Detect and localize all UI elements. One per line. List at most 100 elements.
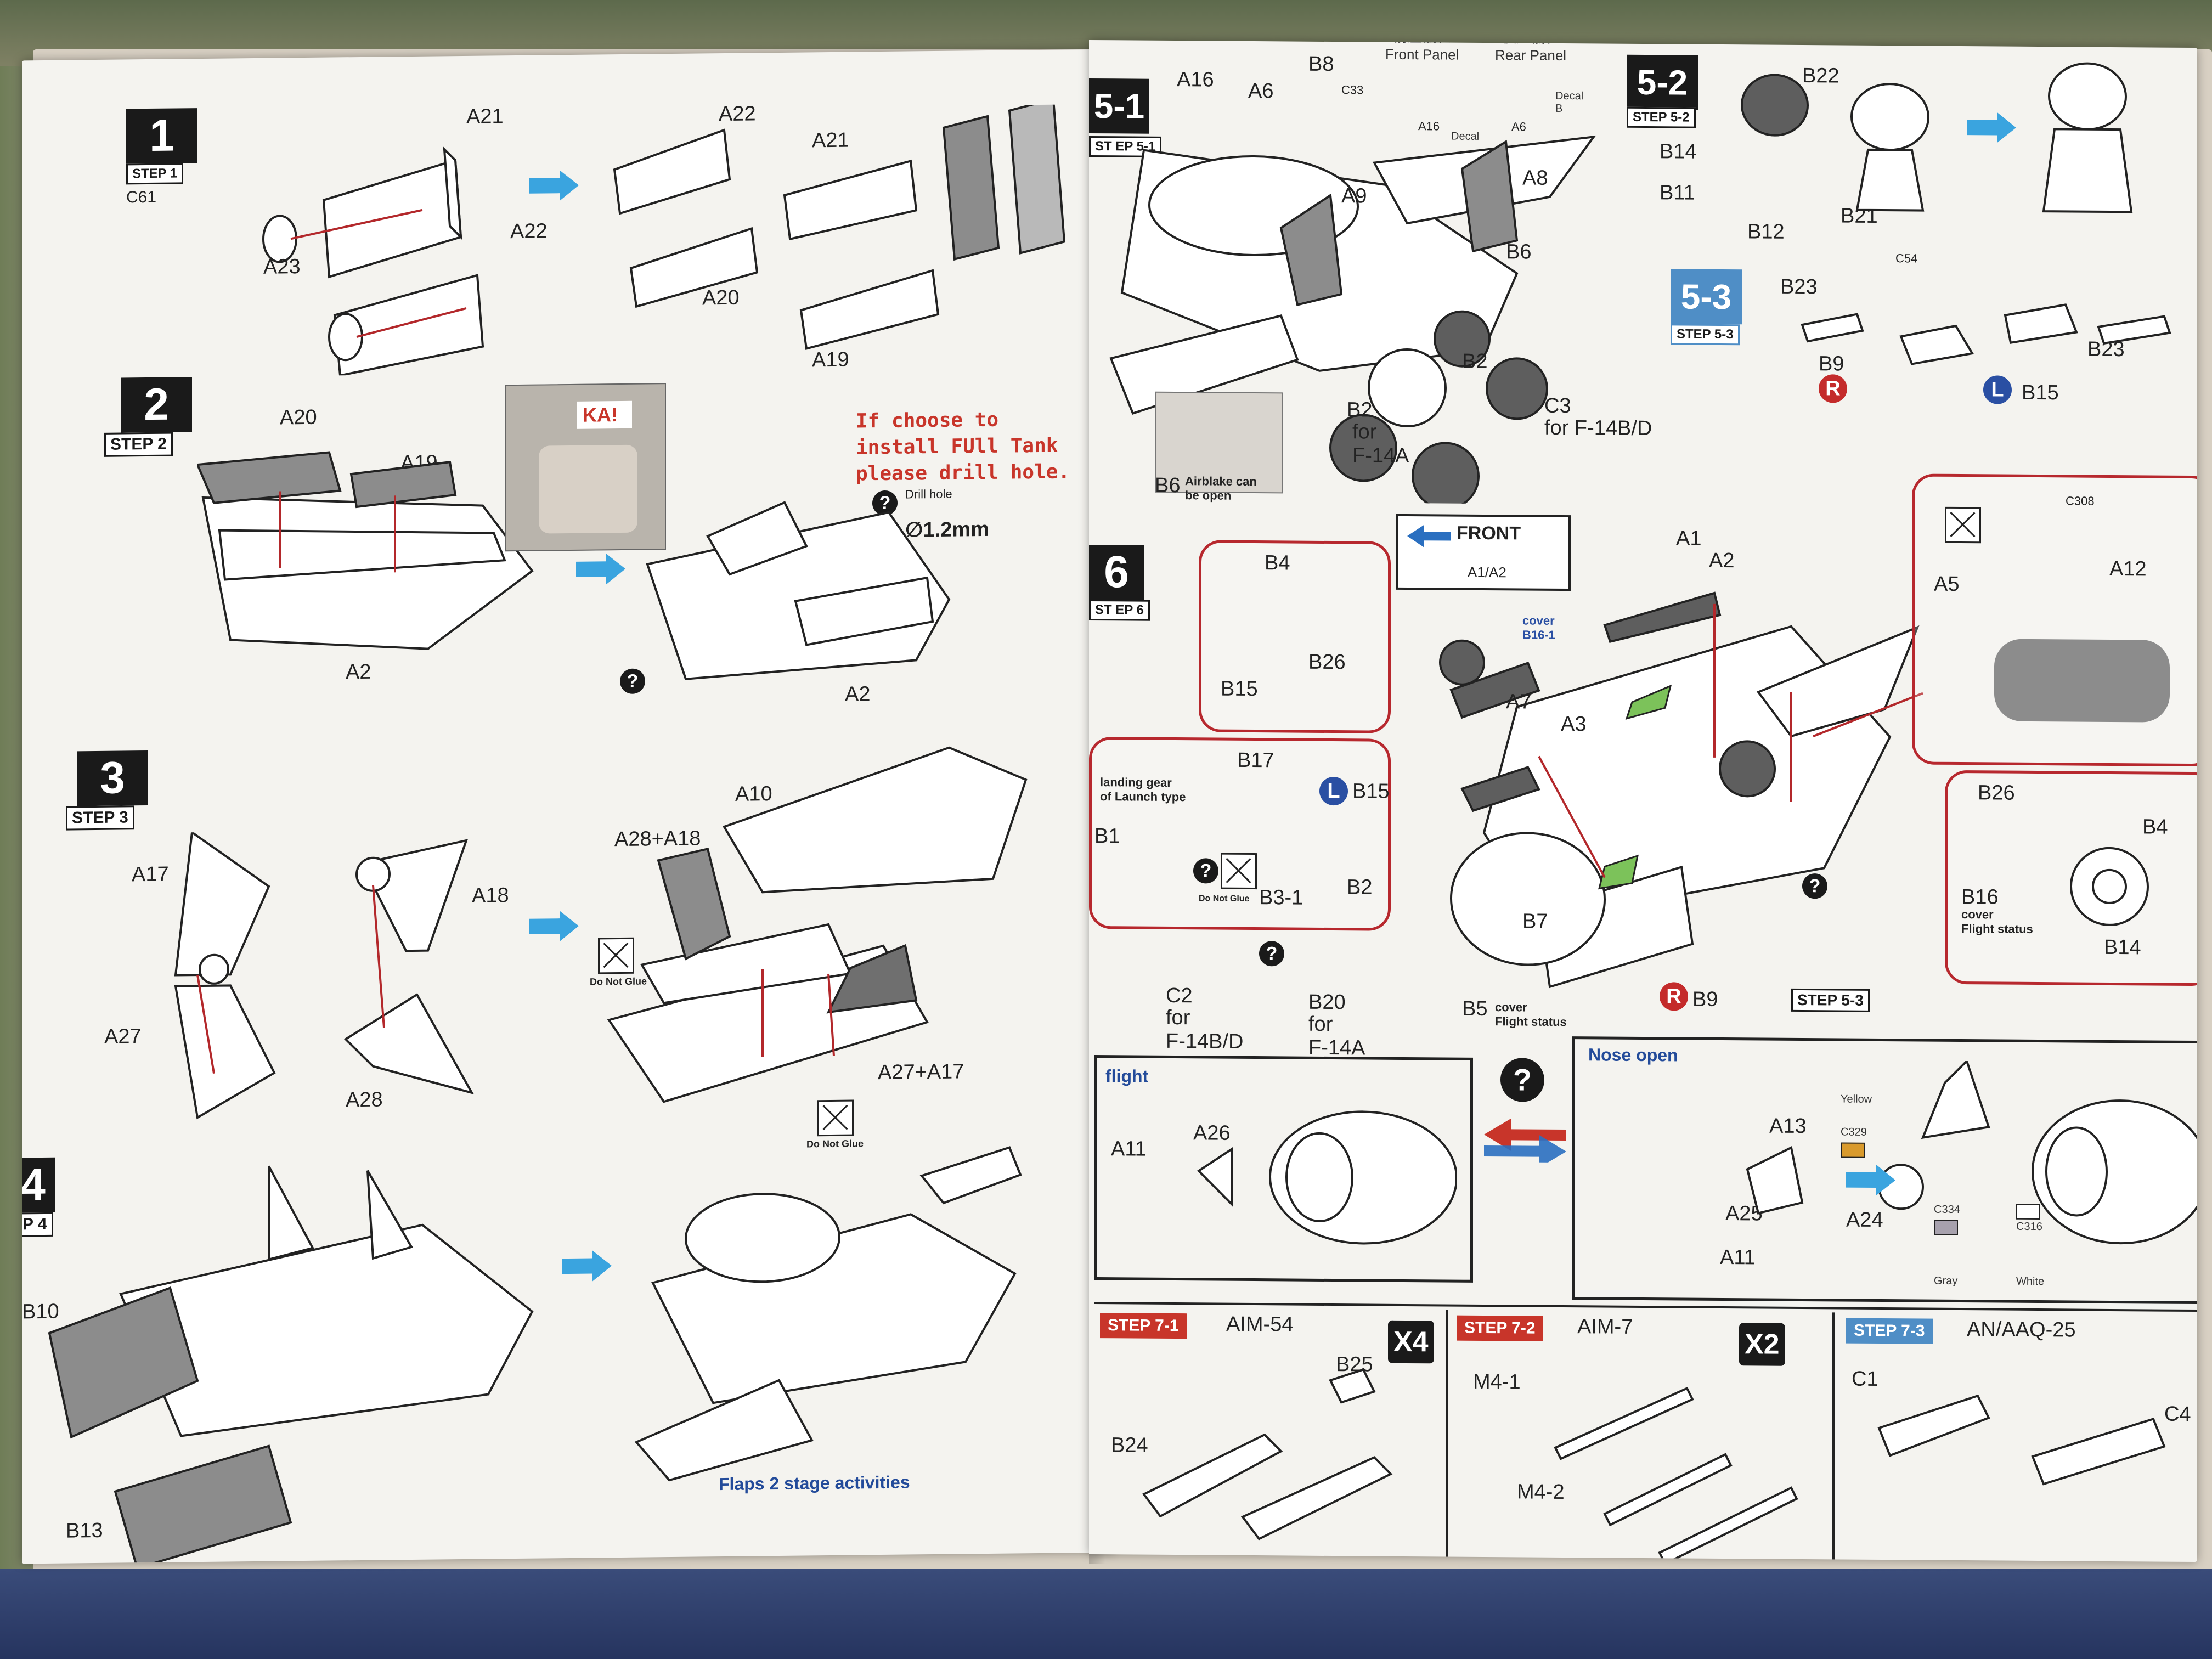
part-label: A21	[466, 105, 504, 128]
part-label: B2	[1462, 349, 1488, 374]
blue-arrow-icon	[1967, 112, 2016, 143]
part-label: B26	[1978, 781, 2015, 805]
step7-3-tag: STEP 7-3	[1846, 1318, 1933, 1344]
part-label: A16	[1177, 68, 1214, 92]
blue-arrow-icon	[562, 1250, 612, 1282]
part-label: B4	[1265, 551, 1290, 575]
background-bottom	[0, 1569, 2212, 1659]
step7-2-tag: STEP 7-2	[1457, 1315, 1543, 1341]
step2-assembled-drawing	[646, 501, 951, 680]
part-label: A2	[346, 660, 371, 684]
part-label: A20	[280, 405, 317, 430]
for-f14a-label: for F-14A	[1352, 420, 1409, 468]
front-panel-label: 前座儀表 Front Panel	[1385, 40, 1459, 63]
part-label: A20	[702, 286, 740, 310]
part-label: A3	[1561, 712, 1587, 736]
for-f14a-label: for F-14A	[1308, 1012, 1365, 1060]
question-icon: ?	[1259, 941, 1284, 967]
part-label: A19	[812, 348, 849, 372]
part-label: B11	[1660, 181, 1695, 205]
step6-label: ST EP 6	[1089, 599, 1150, 621]
part-label: A22	[510, 219, 548, 244]
part-label: B17	[1237, 748, 1274, 772]
part-label: C2	[1166, 984, 1193, 1008]
step7-divider	[1094, 1302, 2197, 1312]
step7-1-tag: STEP 7-1	[1100, 1313, 1187, 1339]
part-label: A22	[719, 102, 756, 126]
part-label: B4	[2142, 815, 2168, 839]
part-label: B6	[1506, 240, 1532, 264]
step7-1-multiplier: X4	[1388, 1320, 1434, 1364]
instruction-page-left: 1 STEP 1 A21 A22 C61 A23	[22, 49, 1114, 1564]
part-label: A27	[104, 1025, 142, 1048]
part-label: A8	[1522, 166, 1548, 190]
aim7-drawing	[1554, 1386, 1798, 1562]
step7-2-name: AIM-7	[1577, 1315, 1633, 1339]
flaps-note: Flaps 2 stage activities	[719, 1472, 910, 1494]
do-not-glue-icon	[1221, 853, 1257, 890]
launch-gear-note: landing gear of Launch type	[1100, 775, 1186, 804]
airbrake-part-label: B6	[1155, 473, 1181, 498]
part-label: A23	[263, 255, 301, 279]
part-label: C54	[1895, 251, 1918, 266]
blue-arrow-icon	[576, 554, 625, 585]
part-label: B2	[1347, 398, 1373, 422]
part-label: A21	[812, 128, 849, 153]
step1-label: STEP 1	[126, 163, 184, 185]
step5-1-number: 5-1	[1089, 78, 1149, 134]
l-badge: L	[1319, 776, 1348, 806]
step7-divider-vertical	[1446, 1310, 1448, 1562]
step5-3-pylon-drawing	[1801, 303, 2171, 365]
part-label: B2	[1347, 876, 1373, 899]
do-not-glue-icon	[598, 937, 634, 974]
step5-3-ref-label: STEP 5-3	[1791, 988, 1870, 1012]
part-label: A9	[1341, 184, 1367, 208]
step5-3-label: STEP 5-3	[1671, 324, 1740, 346]
part-label: C33	[1341, 83, 1364, 97]
step5-1-aircraft-drawing	[1109, 135, 1596, 505]
step6-number: 6	[1089, 544, 1144, 600]
part-label: A12	[2109, 557, 2147, 581]
kai-label: KA!	[577, 400, 632, 429]
step5-2-label: STEP 5-2	[1627, 106, 1696, 128]
part-label: B14	[1660, 140, 1697, 163]
part-label: B15	[1221, 677, 1258, 701]
left-arrow-icon	[1407, 525, 1451, 548]
blue-arrow-icon	[1846, 1164, 1895, 1195]
question-icon: ?	[1193, 858, 1218, 884]
step3-assembly-drawing	[607, 746, 1028, 1103]
callout-b4-detail	[1199, 540, 1391, 733]
for-f14bd-label: for F-14B/D	[1544, 416, 1652, 441]
part-label: A2	[845, 682, 871, 706]
do-not-glue-caption: Do Not Glue	[590, 975, 647, 988]
pod-drawing	[1877, 1394, 2166, 1486]
part-label: A2	[1709, 549, 1735, 573]
part-label: B26	[1308, 650, 1346, 674]
step2-fuselage-drawing	[198, 451, 534, 650]
flight-title: flight	[1105, 1066, 1149, 1086]
step2-number: 2	[121, 377, 192, 433]
step5-2-pilot-drawing	[1741, 62, 2133, 213]
instruction-page-right: 5-1 ST EP 5-1 A16 A6 B8 C33 A16 A6 前座儀表 …	[1089, 40, 2197, 1562]
swap-arrows-icon	[1484, 1118, 1566, 1163]
step4-assembled-drawing	[634, 1146, 1022, 1482]
note-line: install FUll Tank	[856, 434, 1058, 459]
question-icon: ?	[1500, 1058, 1544, 1102]
step1-number: 1	[126, 108, 198, 164]
flight-nose-drawing	[1197, 1110, 1457, 1245]
question-icon: ?	[620, 668, 645, 695]
note-line: If choose to	[856, 408, 999, 433]
part-label: B15	[2022, 381, 2059, 405]
step7-1-name: AIM-54	[1226, 1312, 1294, 1336]
do-not-glue-icon	[1945, 506, 1981, 544]
step5-3-number: 5-3	[1671, 269, 1742, 325]
c308-label: C308	[2066, 494, 2095, 508]
part-label: B8	[1308, 52, 1334, 76]
part-label: B9	[1692, 988, 1718, 1011]
wheel-drawing	[2070, 847, 2149, 926]
aim54-drawing	[1142, 1368, 1393, 1541]
part-label: B5	[1462, 997, 1488, 1021]
for-f14bd-label: for F-14B/D	[1166, 1006, 1244, 1053]
part-label: C61	[126, 188, 157, 207]
